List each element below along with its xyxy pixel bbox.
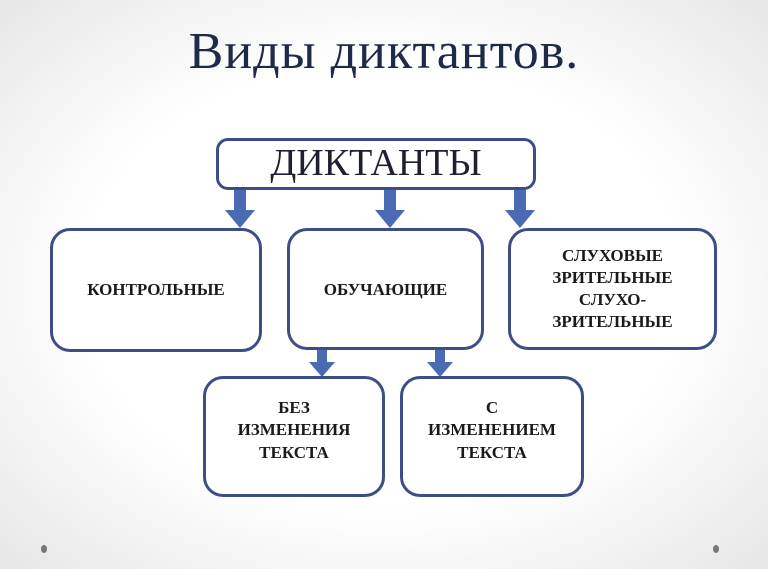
box-line: ЗРИТЕЛЬНЫЕ bbox=[552, 267, 673, 287]
arrow-to-teaching bbox=[375, 190, 405, 228]
box-line: ТЕКСТА bbox=[457, 442, 527, 462]
box-line: С bbox=[485, 398, 499, 418]
decorative-dot-right bbox=[713, 545, 719, 553]
box-teaching: ОБУЧАЮЩИЕ bbox=[287, 228, 484, 350]
box-with-text-change: С ИЗМЕНЕНИЕМ ТЕКСТА bbox=[400, 376, 584, 497]
box-line: СЛУХО- bbox=[578, 290, 647, 309]
slide-title: Виды диктантов. bbox=[188, 23, 580, 80]
arrow-to-perception bbox=[505, 190, 535, 228]
box-line: ИЗМЕНЕНИЕМ bbox=[428, 420, 556, 440]
arrow-to-control bbox=[225, 190, 255, 228]
arrow-to-unchanged bbox=[309, 350, 335, 377]
box-perception-types: СЛУХОВЫЕ ЗРИТЕЛЬНЫЕ СЛУХО- ЗРИТЕЛЬНЫЕ bbox=[508, 228, 717, 350]
box-control: КОНТРОЛЬНЫЕ bbox=[50, 228, 262, 352]
box-line: ТЕКСТА bbox=[259, 442, 329, 462]
box-label: ОБУЧАЮЩИЕ bbox=[323, 280, 448, 299]
box-line: БЕЗ bbox=[278, 398, 310, 418]
arrow-to-changed bbox=[427, 350, 453, 377]
box-line: ИЗМЕНЕНИЯ bbox=[237, 420, 351, 440]
box-line: ЗРИТЕЛЬНЫЕ bbox=[552, 312, 673, 332]
box-line: СЛУХОВЫЕ bbox=[561, 245, 663, 265]
box-without-text-change: БЕЗ ИЗМЕНЕНИЯ ТЕКСТА bbox=[203, 376, 385, 497]
root-box-dictations: ДИКТАНТЫ bbox=[216, 138, 536, 190]
box-label: КОНТРОЛЬНЫЕ bbox=[87, 279, 225, 299]
root-label: ДИКТАНТЫ bbox=[270, 142, 482, 185]
decorative-dot-left bbox=[41, 545, 47, 553]
